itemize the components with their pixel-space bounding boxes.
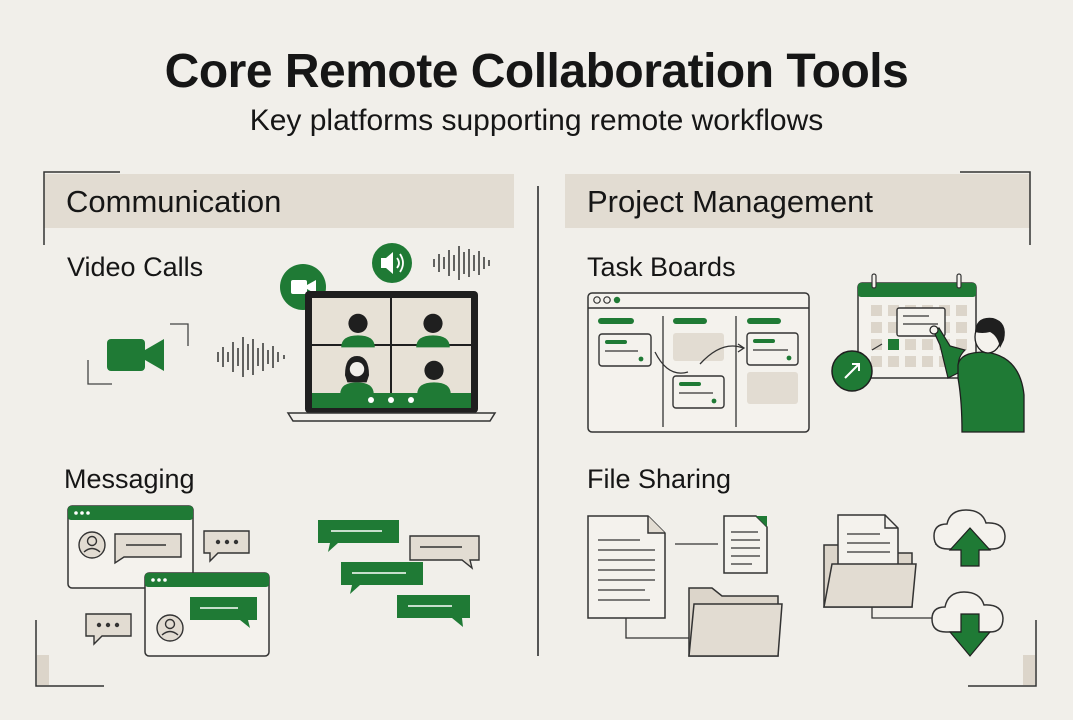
- sound-wave-icon: [217, 337, 285, 377]
- label-file-sharing: File Sharing: [587, 464, 732, 494]
- chat-bubble-icon: [318, 520, 399, 552]
- video-camera-icon: [87, 323, 189, 385]
- corner-brackets: [35, 171, 1037, 687]
- speaker-icon: [372, 243, 412, 283]
- label-task-boards: Task Boards: [587, 252, 736, 282]
- page-subtitle: Key platforms supporting remote workflow…: [249, 104, 824, 137]
- sound-wave-icon: [433, 246, 490, 280]
- document-icon: [587, 515, 666, 619]
- label-messaging: Messaging: [64, 464, 195, 494]
- chat-bubble-icon: [409, 535, 480, 570]
- column-divider: [537, 186, 539, 656]
- cloud-upload-icon: [933, 509, 1006, 567]
- arrow-badge-icon: [831, 343, 883, 392]
- section-header-project-management: Project Management: [565, 174, 1030, 228]
- chat-window-icon: [144, 572, 270, 657]
- chat-window-icon: [67, 505, 194, 589]
- chat-bubble-icon: [85, 613, 132, 646]
- laptop-video-grid-icon: [286, 291, 497, 422]
- folder-with-document-icon: [823, 514, 917, 608]
- calendar-icon: [857, 273, 977, 379]
- folder-icon: [688, 587, 783, 657]
- page-title: Core Remote Collaboration Tools: [164, 45, 909, 98]
- chat-bubble-icon: [397, 595, 470, 627]
- document-icon: [723, 515, 768, 574]
- kanban-board-icon: [587, 292, 810, 433]
- chat-bubble-icon: [203, 530, 250, 563]
- person-pointing-icon: [929, 317, 1025, 433]
- label-video-calls: Video Calls: [67, 252, 204, 282]
- chat-bubble-icon: [341, 562, 423, 594]
- section-header-communication: Communication: [44, 174, 514, 228]
- cloud-download-icon: [931, 591, 1004, 657]
- corner-shades: [37, 655, 1035, 685]
